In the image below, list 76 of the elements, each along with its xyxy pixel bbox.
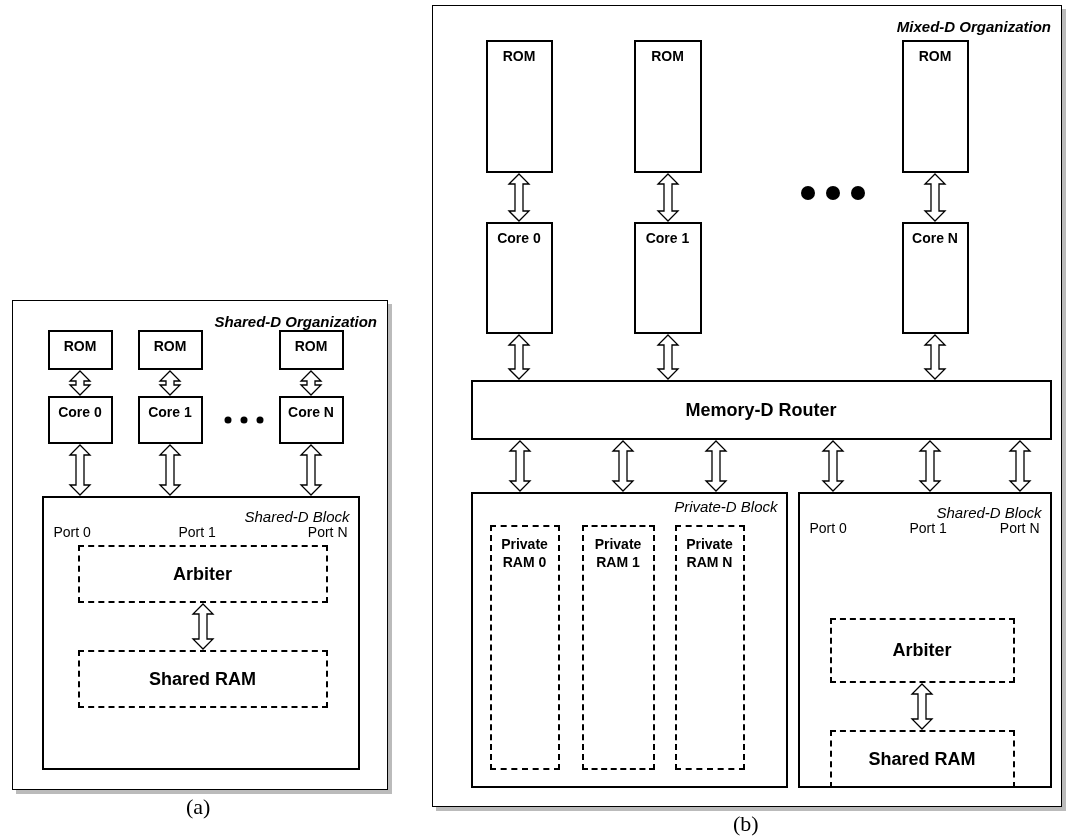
dashed-box bbox=[77, 649, 328, 708]
block-title: Shared-D Block bbox=[936, 503, 1042, 521]
double-arrow bbox=[656, 334, 680, 380]
block-title: Shared-D Block bbox=[244, 507, 350, 525]
block-box bbox=[47, 329, 113, 370]
box-label: Shared RAM bbox=[868, 748, 976, 769]
block-box bbox=[470, 379, 1052, 440]
double-arrow bbox=[68, 370, 92, 396]
block-box bbox=[137, 329, 203, 370]
box-label: ROM bbox=[294, 337, 328, 354]
block-box bbox=[137, 395, 203, 444]
block-box bbox=[901, 221, 969, 334]
panel-caption: (b) bbox=[733, 811, 759, 837]
port-label: Port 1 bbox=[909, 519, 947, 536]
panel-caption: (a) bbox=[186, 794, 211, 820]
box-label: ROM bbox=[153, 337, 187, 354]
port-label: Port N bbox=[307, 523, 348, 540]
block-box bbox=[41, 495, 360, 770]
block-box bbox=[797, 491, 1052, 788]
box-label: Private RAM N bbox=[685, 534, 734, 571]
block-title: Private-D Block bbox=[674, 497, 778, 515]
double-arrow bbox=[923, 334, 947, 380]
block-box bbox=[901, 39, 969, 173]
double-arrow bbox=[68, 444, 92, 496]
box-label: ROM bbox=[918, 47, 952, 64]
dashed-box bbox=[829, 729, 1015, 788]
double-arrow bbox=[656, 173, 680, 222]
dashed-box bbox=[829, 617, 1015, 683]
dashed-box bbox=[77, 544, 328, 603]
block-box bbox=[278, 395, 344, 444]
box-label: Core 0 bbox=[58, 403, 102, 420]
box-label: Core 1 bbox=[645, 229, 690, 246]
double-arrow bbox=[1008, 440, 1032, 492]
double-arrow bbox=[158, 370, 182, 396]
block-title: Mixed-D Organization bbox=[896, 18, 1051, 35]
dashed-box bbox=[581, 524, 655, 770]
port-label: Port N bbox=[999, 519, 1040, 536]
block-box bbox=[633, 39, 702, 173]
box-label: Core 1 bbox=[148, 403, 192, 420]
box-label: ROM bbox=[63, 337, 97, 354]
box-label: Private RAM 0 bbox=[500, 534, 549, 571]
port-label: Port 1 bbox=[178, 523, 216, 540]
double-arrow bbox=[507, 334, 531, 380]
block-title: Shared-D Organization bbox=[214, 313, 377, 330]
double-arrow bbox=[910, 683, 934, 730]
double-arrow bbox=[611, 440, 635, 492]
double-arrow bbox=[704, 440, 728, 492]
double-arrow bbox=[507, 173, 531, 222]
dashed-box bbox=[489, 524, 560, 770]
double-arrow bbox=[821, 440, 845, 492]
block-box bbox=[470, 491, 788, 788]
box-label: Arbiter bbox=[892, 639, 952, 661]
box-label: Core 0 bbox=[497, 229, 541, 246]
block-box bbox=[485, 221, 553, 334]
box-label: Shared RAM bbox=[149, 668, 256, 689]
double-arrow bbox=[918, 440, 942, 492]
box-label: ROM bbox=[502, 47, 536, 64]
block-box bbox=[47, 395, 113, 444]
box-label: ROM bbox=[651, 47, 684, 64]
box-label: Core N bbox=[288, 403, 334, 420]
port-label: Port 0 bbox=[809, 519, 847, 536]
box-label: Arbiter bbox=[173, 563, 232, 584]
double-arrow bbox=[299, 444, 323, 496]
block-box bbox=[485, 39, 553, 173]
double-arrow bbox=[508, 440, 532, 492]
box-label: Core N bbox=[912, 229, 958, 246]
dashed-box bbox=[674, 524, 745, 770]
double-arrow bbox=[299, 370, 323, 396]
double-arrow bbox=[191, 603, 215, 650]
double-arrow bbox=[158, 444, 182, 496]
box-label: Private RAM 1 bbox=[594, 534, 642, 571]
block-box bbox=[633, 221, 702, 334]
port-label: Port 0 bbox=[53, 523, 91, 540]
double-arrow bbox=[923, 173, 947, 222]
block-box bbox=[278, 329, 344, 370]
box-label: Memory-D Router bbox=[685, 399, 837, 420]
